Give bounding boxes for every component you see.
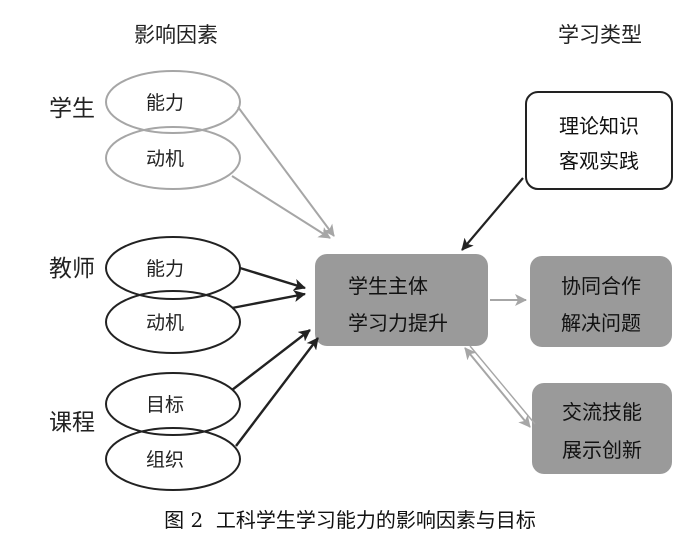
center-box-line2: 学习力提升: [348, 311, 448, 335]
arrow-student-ability-to-center: [237, 106, 335, 237]
box-communication: [532, 383, 672, 474]
arrow-course-organization-to-center: [235, 337, 319, 447]
group-label-course: 课程: [49, 410, 95, 436]
oval-student-motivation-label: 动机: [146, 148, 184, 170]
oval-teacher-motivation-label: 动机: [146, 312, 184, 334]
oval-teacher-ability-label: 能力: [146, 258, 184, 280]
box-communication-line2: 展示创新: [562, 438, 642, 462]
oval-student-motivation: [105, 126, 241, 190]
arrow-student-motivation-to-center: [231, 175, 331, 239]
arrow-theory-to-center: [461, 177, 524, 251]
box-collaboration: [530, 256, 672, 347]
box-collaboration-line2: 解决问题: [561, 311, 641, 335]
box-collaboration-line1: 协同合作: [561, 274, 641, 298]
oval-student-ability: [105, 70, 241, 134]
center-box-line1: 学生主体: [348, 274, 428, 298]
header-learning-types: 学习类型: [558, 23, 642, 47]
oval-course-organization: [105, 427, 241, 491]
box-theory-practice: [525, 91, 673, 190]
arrow-center-communication-double-inner: [469, 345, 536, 425]
figure-caption: 图 2 工科学生学习能力的影响因素与目标: [164, 508, 536, 532]
arrow-center-communication-double: [464, 347, 531, 428]
oval-course-goal-label: 目标: [146, 394, 184, 416]
box-communication-line1: 交流技能: [562, 400, 642, 424]
oval-course-goal: [105, 372, 241, 436]
box-theory-practice-line2: 客观实践: [559, 149, 639, 173]
box-theory-practice-line1: 理论知识: [559, 114, 639, 138]
group-label-teacher: 教师: [49, 256, 95, 282]
arrow-teacher-ability-to-center: [239, 266, 306, 291]
arrow-course-goal-to-center: [231, 329, 311, 391]
oval-course-organization-label: 组织: [146, 449, 184, 471]
center-box: [315, 254, 488, 346]
oval-student-ability-label: 能力: [146, 92, 184, 114]
oval-teacher-motivation: [105, 290, 241, 354]
group-label-student: 学生: [49, 96, 95, 122]
arrow-teacher-motivation-to-center: [231, 290, 306, 310]
header-influence-factors: 影响因素: [134, 23, 218, 47]
